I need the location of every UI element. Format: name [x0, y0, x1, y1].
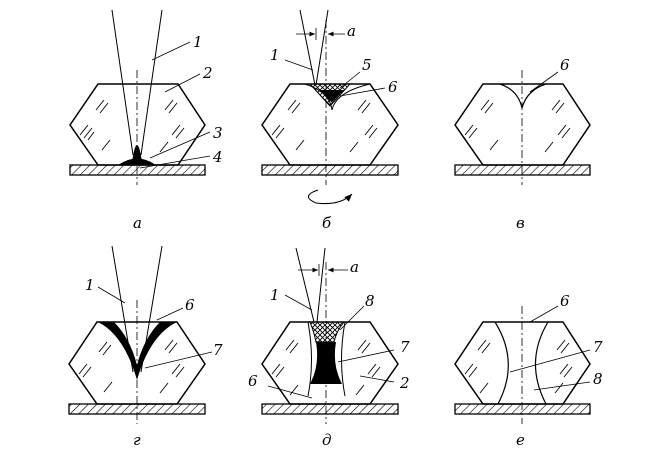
leader-lines	[267, 294, 395, 399]
fusion-boundary	[307, 321, 346, 397]
panel-caption: а	[133, 214, 142, 232]
label-5: 5	[362, 56, 372, 74]
support-plate	[454, 403, 591, 415]
beam-right	[315, 9, 329, 86]
support-plate	[261, 164, 399, 176]
label-8: 8	[593, 370, 603, 388]
groove-melt	[320, 90, 344, 102]
label-7: 7	[593, 338, 603, 356]
label-6: 6	[560, 56, 570, 74]
panel-v: 6 в	[454, 56, 591, 232]
melt-drop	[132, 145, 142, 162]
panel-caption: в	[516, 214, 525, 232]
label-2: 2	[399, 374, 410, 392]
beam-right	[140, 9, 163, 156]
panel-caption: е	[516, 431, 525, 449]
panel-caption: д	[322, 431, 332, 449]
label-6: 6	[388, 78, 398, 96]
label-6: 6	[560, 292, 570, 310]
label-1: 1	[193, 33, 203, 51]
label-1: 1	[270, 286, 280, 304]
panel-g: 1 6 7 г	[68, 245, 223, 449]
label-1: 1	[270, 46, 280, 64]
panel-caption: г	[133, 431, 141, 449]
glass-marks	[271, 99, 378, 153]
label-6: 6	[185, 296, 195, 314]
glass-marks	[78, 339, 185, 394]
label-a: a	[347, 22, 356, 40]
rotation-arrow	[307, 189, 353, 205]
leader-lines	[509, 305, 591, 391]
glass-marks	[464, 99, 571, 153]
crystal-body	[454, 321, 591, 405]
beam-left	[111, 245, 134, 373]
melt-v-channel	[98, 322, 177, 380]
label-4: 4	[212, 148, 223, 166]
beam-left	[299, 9, 316, 86]
fusion-boundary-right	[534, 321, 549, 405]
melt-crosshatch	[309, 321, 346, 343]
label-7: 7	[400, 338, 410, 356]
panel-d: 1 a 8 7 6 2 д	[248, 247, 410, 449]
label-6: 6	[248, 372, 258, 390]
beam-left	[295, 247, 315, 323]
leader-lines	[97, 286, 213, 369]
label-2: 2	[202, 64, 213, 82]
beam-right	[140, 245, 163, 373]
fusion-boundary-left	[494, 321, 509, 405]
label-1: 1	[85, 276, 95, 294]
glass-marks	[271, 339, 381, 396]
crystal-body	[454, 83, 591, 166]
support-plate	[261, 403, 399, 415]
support-plate	[69, 164, 206, 176]
panel-b: 1 a 5 6 б	[261, 9, 399, 232]
panel-e: 6 7 8 е	[454, 292, 603, 449]
panel-a: 1 2 3 4 а	[69, 9, 223, 232]
support-plate	[454, 164, 591, 176]
groove-outline	[499, 83, 547, 109]
label-7: 7	[213, 341, 223, 359]
leader-lines	[139, 41, 211, 169]
beam-right	[316, 247, 326, 323]
leader-line	[529, 71, 559, 93]
label-a: a	[350, 258, 359, 276]
glass-marks	[464, 339, 573, 394]
label-3: 3	[213, 124, 223, 142]
label-8: 8	[365, 292, 375, 310]
groove-outline	[304, 83, 371, 111]
leader-lines	[284, 59, 386, 97]
glass-marks	[79, 99, 185, 153]
beam-left	[111, 9, 134, 156]
melt-column	[310, 342, 342, 384]
panel-caption: б	[322, 214, 332, 232]
